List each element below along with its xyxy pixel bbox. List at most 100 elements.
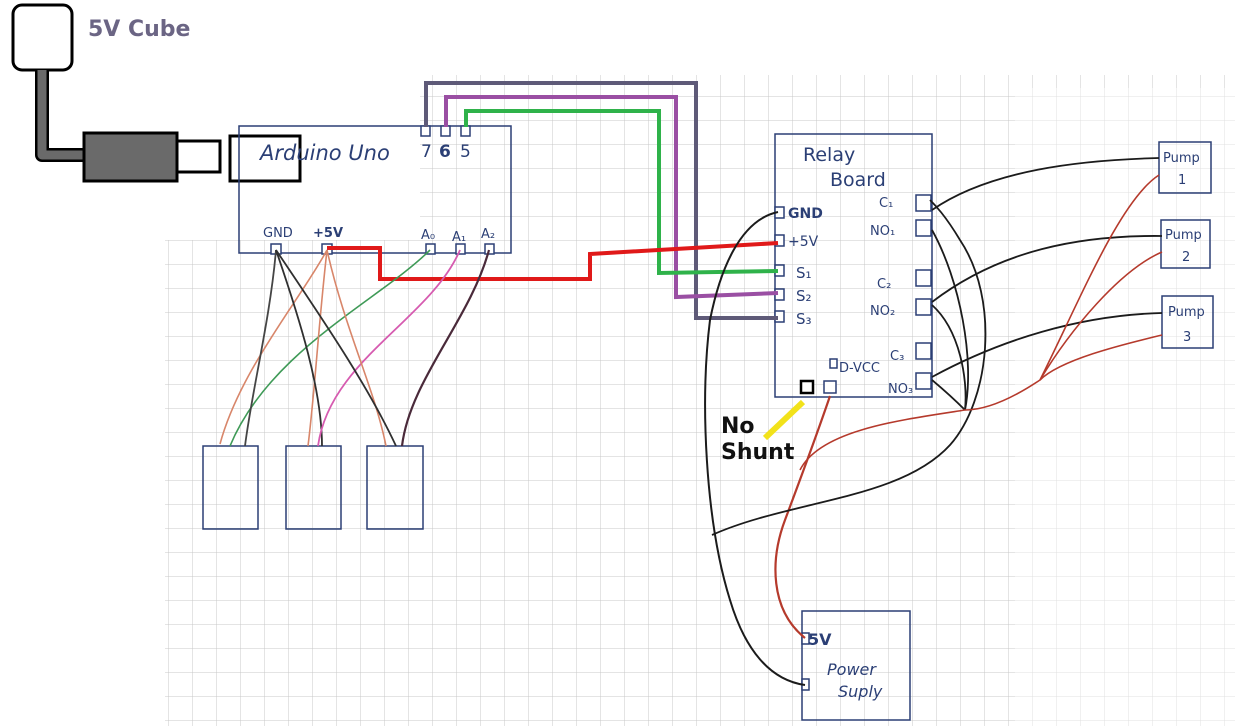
paper-glare [1015, 88, 1235, 726]
no-shunt-pointer [762, 399, 806, 441]
relay-label-1: Relay [803, 144, 855, 166]
relay-no2-label: NO₂ [870, 304, 895, 319]
pin-gnd-label: GND [263, 226, 293, 241]
relay-c2-label: C₂ [877, 277, 891, 292]
pump-3: Pump 3 [1161, 295, 1214, 349]
barrel-jack [228, 134, 302, 183]
relay-pin-c3 [915, 342, 932, 360]
no-shunt-label-2: Shunt [721, 440, 795, 465]
pump-1-label: Pump [1163, 151, 1200, 166]
relay-label-2: Board [830, 169, 886, 191]
relay-s1-label: S₁ [796, 264, 812, 282]
arduino-board: Arduino Uno 7 6 5 GND +5V A₀ A₁ A₂ [238, 125, 512, 255]
wire-no1-black [931, 229, 970, 411]
pin-5v-label: +5V [313, 226, 343, 241]
wire-sensor-1-green [229, 249, 431, 447]
wire-ps-5v-red [774, 395, 832, 639]
power-supply-pin-5v [801, 632, 810, 645]
sensor-2 [285, 445, 342, 530]
wire-pump1-red [964, 174, 1160, 411]
relay-pin-c1 [915, 194, 932, 212]
relay-pin-no3 [915, 372, 932, 390]
relay-no3-label: NO₃ [888, 382, 913, 397]
wire-sensor-3-black [275, 249, 397, 447]
wire-sensor-3-brown [400, 249, 491, 447]
plug-body [82, 131, 179, 183]
jumper-pin-left [799, 379, 815, 395]
pin-d7-label: 7 [421, 142, 432, 162]
power-supply-box [801, 610, 911, 721]
relay-pin-5v [774, 234, 785, 247]
pin-a1-label: A₁ [452, 230, 466, 245]
page-title: 5V Cube [88, 17, 190, 42]
pin-d5 [460, 125, 471, 137]
no-shunt-label-1: No [721, 414, 755, 439]
wire-relay-gnd [704, 211, 806, 686]
pin-a0 [425, 243, 436, 255]
wire-d5-s1 [464, 109, 779, 276]
wire-sensor-3-orange [326, 249, 387, 447]
pin-a2 [484, 243, 495, 255]
pin-a1 [455, 243, 466, 255]
relay-pin-no1 [915, 219, 932, 237]
relay-c1-label: C₁ [879, 196, 893, 211]
relay-pin-no2 [915, 298, 932, 316]
pin-d5-label: 5 [460, 142, 471, 162]
pump-1-number: 1 [1178, 173, 1186, 188]
wire-no2-black [931, 304, 967, 411]
power-supply-label-1: Power [827, 660, 877, 679]
pin-d6 [440, 125, 451, 137]
power-supply-5v-label: 5V [808, 630, 832, 649]
power-supply-label-2: Suply [838, 682, 883, 701]
pump-1-box [1158, 141, 1212, 194]
pump-3-number: 3 [1183, 330, 1191, 345]
pump-2-box [1160, 219, 1211, 269]
pump-1: Pump 1 [1158, 141, 1212, 194]
pin-a2-label: A₂ [481, 227, 495, 242]
wire-c1-pump1 [931, 157, 1160, 211]
power-cube-icon [11, 3, 74, 72]
relay-s2-label: S₂ [796, 287, 812, 305]
wire-d7-s3 [424, 81, 778, 320]
pump-3-label: Pump [1168, 305, 1205, 320]
wire-pump2-red [1039, 251, 1163, 381]
plug-cable-core [37, 70, 86, 160]
wire-c2-pump2 [931, 235, 1163, 303]
wire-sensor-2-pink [317, 249, 461, 447]
arduino-label: Arduino Uno [258, 141, 390, 165]
relay-s3-label: S₃ [796, 310, 812, 328]
wire-red-to-ps [799, 409, 966, 471]
relay-5v-label: +5V [788, 234, 819, 250]
pin-d7 [420, 125, 431, 137]
plug-tip [175, 139, 222, 174]
pin-d6-label: 6 [439, 142, 451, 162]
wire-sensor-1-black [244, 249, 277, 447]
pin-a0-label: A₀ [421, 228, 435, 243]
usb-power-plug [11, 3, 302, 183]
relay-c3-label: C₃ [890, 349, 904, 364]
wire-sensor-2-black [275, 249, 323, 447]
relay-board: Relay Board GND +5V S₁ S₂ S₃ C₁ NO₁ C₂ N… [774, 133, 933, 398]
pump-2-number: 2 [1182, 250, 1190, 265]
wire-ps-black-loop [711, 199, 987, 536]
wire-5v-relay [327, 241, 779, 281]
jumper-pin-right [823, 380, 837, 394]
relay-gnd-label: GND [788, 206, 823, 222]
pump-2-label: Pump [1165, 228, 1202, 243]
wire-sensor-2-orange [307, 249, 328, 447]
pump-3-box [1161, 295, 1214, 349]
pump-2: Pump 2 [1160, 219, 1211, 269]
arduino-outline [238, 125, 512, 254]
wire-sensor-1-orange [219, 249, 328, 445]
power-supply: 5V Power Suply [801, 610, 911, 721]
relay-pin-c2 [915, 269, 932, 287]
wire-no3-black [931, 379, 966, 411]
wire-c3-pump3 [931, 312, 1163, 378]
wire-pump3-red [1039, 334, 1163, 381]
relay-pin-dvcc-a [829, 358, 838, 369]
sensor-3 [366, 445, 424, 530]
relay-no1-label: NO₁ [870, 224, 895, 239]
wire-d6-s2 [444, 95, 779, 300]
relay-dvcc-label: D-VCC [839, 361, 880, 376]
